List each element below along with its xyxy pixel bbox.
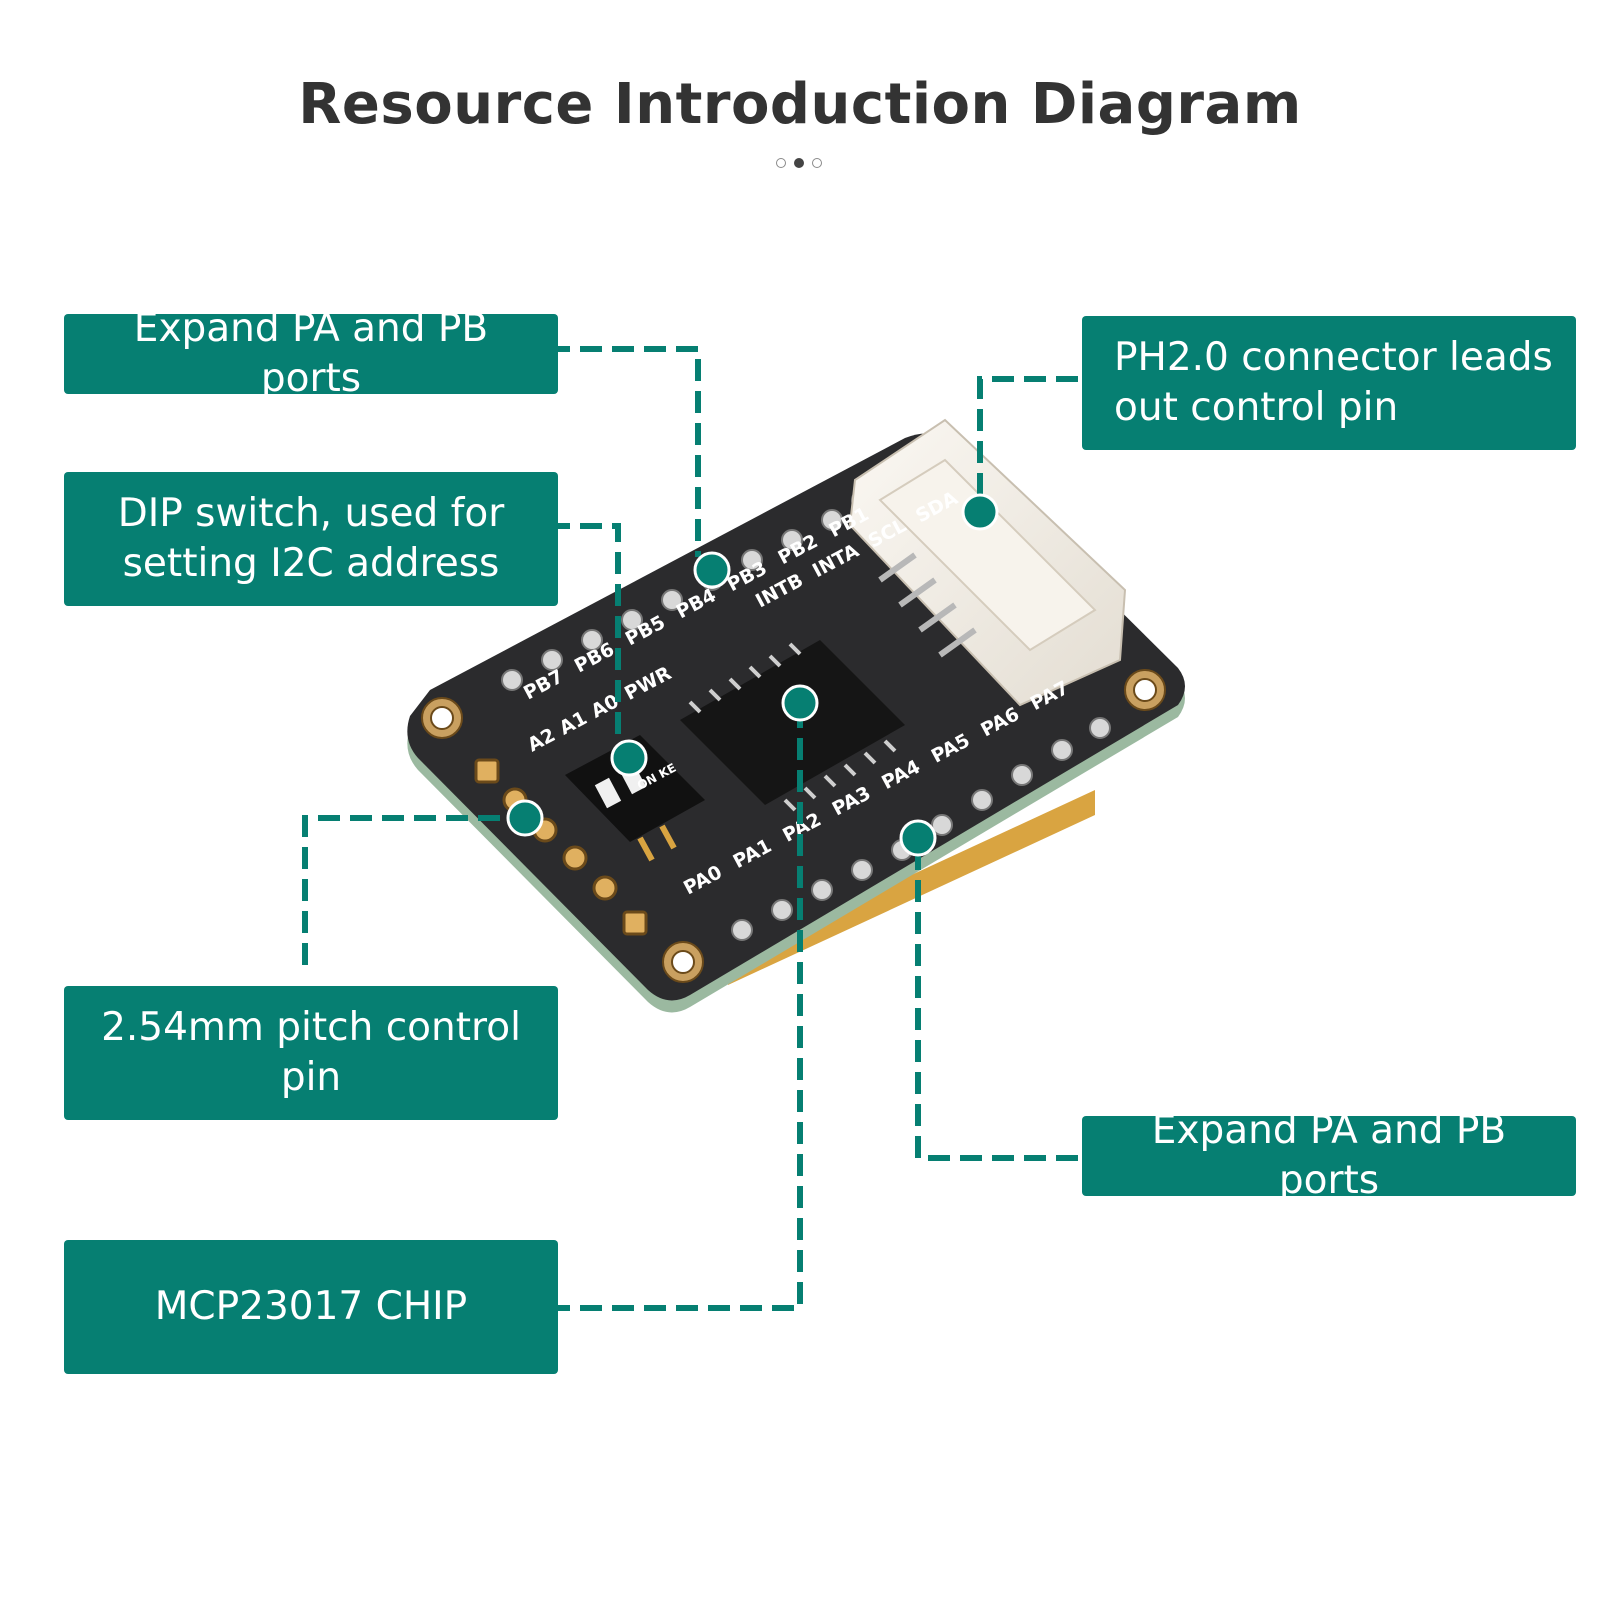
label-chip-text: MCP23017 CHIP [154, 1284, 468, 1329]
leader-chip [548, 703, 803, 1311]
dot-expand-top [693, 551, 731, 589]
label-chip: MCP23017 CHIP [64, 1240, 558, 1374]
dot-chip [781, 684, 819, 722]
label-pitch-pin: 2.54mm pitch control pin [64, 986, 558, 1120]
leader-dots [506, 493, 999, 857]
label-ph-connector: PH2.0 connector leads out control pin [1082, 316, 1576, 450]
carousel-pager[interactable] [776, 158, 822, 172]
dot-ph-connector [961, 493, 999, 531]
header-pins [728, 790, 1095, 1067]
ph2-connector-shape [848, 418, 1127, 707]
mounting-holes [421, 669, 1166, 983]
header-strip [728, 790, 1095, 985]
side-pads [474, 758, 648, 936]
top-pin-row [501, 489, 873, 691]
mcp23017-chip-shape [680, 640, 905, 812]
label-expand-pa-pb-top-text: Expand PA and PB ports [133, 306, 489, 401]
dot-pitch-pin [506, 799, 544, 837]
pager-dot[interactable] [776, 158, 786, 168]
leader-ph-connector [977, 376, 1078, 512]
leader-expand-bottom [915, 838, 1078, 1161]
label-dip-switch: DIP switch, used for setting I2C address [64, 472, 558, 606]
leader-pitch-pin [302, 815, 515, 965]
leader-expand-top [548, 346, 701, 557]
label-expand-pa-pb-bottom: Expand PA and PB ports [1082, 1108, 1576, 1203]
dot-dip-switch [610, 739, 648, 777]
page-title: Resource Introduction Diagram [298, 72, 1302, 137]
label-dip-switch-text: DIP switch, used for setting I2C address [117, 491, 505, 586]
label-expand-pa-pb-top: Expand PA and PB ports [64, 306, 558, 401]
label-ph-connector-text: PH2.0 connector leads out control pin [1114, 335, 1553, 430]
label-expand-pa-pb-bottom-text: Expand PA and PB ports [1151, 1108, 1507, 1203]
leader-dip-switch [548, 523, 621, 740]
pager-dot[interactable] [812, 158, 822, 168]
pager-dot-active[interactable] [794, 158, 804, 168]
label-pitch-pin-text: 2.54mm pitch control pin [101, 1005, 521, 1100]
dot-expand-bottom [899, 819, 937, 857]
leader-lines [302, 346, 1078, 1311]
